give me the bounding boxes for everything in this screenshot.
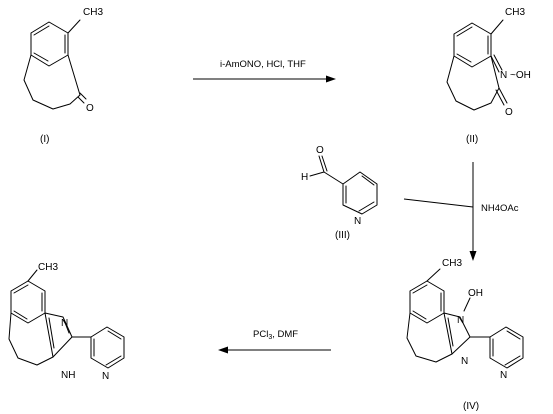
compound-III-aldehyde-o: O (316, 145, 324, 156)
compound-III: H O N (III) (301, 145, 378, 241)
compound-product-pyridine-n: N (102, 371, 109, 382)
compound-III-label: (III) (335, 230, 350, 241)
compound-IV-label: (IV) (463, 401, 479, 412)
compound-III-aldehyde-h: H (301, 172, 308, 183)
arrow-step1 (193, 75, 336, 83)
compound-IV-n1: N (457, 315, 464, 326)
compound-I-ketone-o: O (86, 103, 94, 114)
arrow-step2 (403, 162, 477, 261)
reagent-step1: i-AmONO, HCl, THF (220, 59, 306, 70)
compound-product-n1: N (61, 318, 68, 329)
arrow-step3 (218, 346, 331, 354)
compound-II-oxime-n: N (500, 70, 507, 81)
compound-III-pyridine-n: N (354, 216, 361, 227)
compound-IV-methyl: CH3 (442, 258, 462, 269)
compound-II-methyl: CH3 (505, 7, 525, 18)
reagent-step3: PCl3, DMF (253, 329, 298, 341)
compound-IV: CH3 N OH N N (IV) (406, 258, 524, 412)
compound-II-oxime-oh: ~OH (510, 70, 531, 81)
compound-II-label: (II) (466, 134, 478, 145)
compound-I-methyl: CH3 (83, 7, 103, 18)
compound-IV-n3: N (461, 356, 468, 367)
compound-I-label: (I) (40, 134, 49, 145)
compound-IV-pyridine-n: N (500, 370, 507, 381)
compound-product-nh: NH (61, 370, 75, 381)
compound-product: CH3 N NH N (8, 262, 125, 382)
reagent-step2: NH4OAc (481, 203, 519, 214)
compound-product-methyl: CH3 (38, 262, 58, 273)
compound-II: CH3 N ~OH O (II) (446, 7, 531, 145)
compound-IV-oh: OH (468, 288, 483, 299)
compound-II-ketone-o: O (505, 107, 513, 118)
compound-I: CH3 O (I) (23, 7, 103, 145)
